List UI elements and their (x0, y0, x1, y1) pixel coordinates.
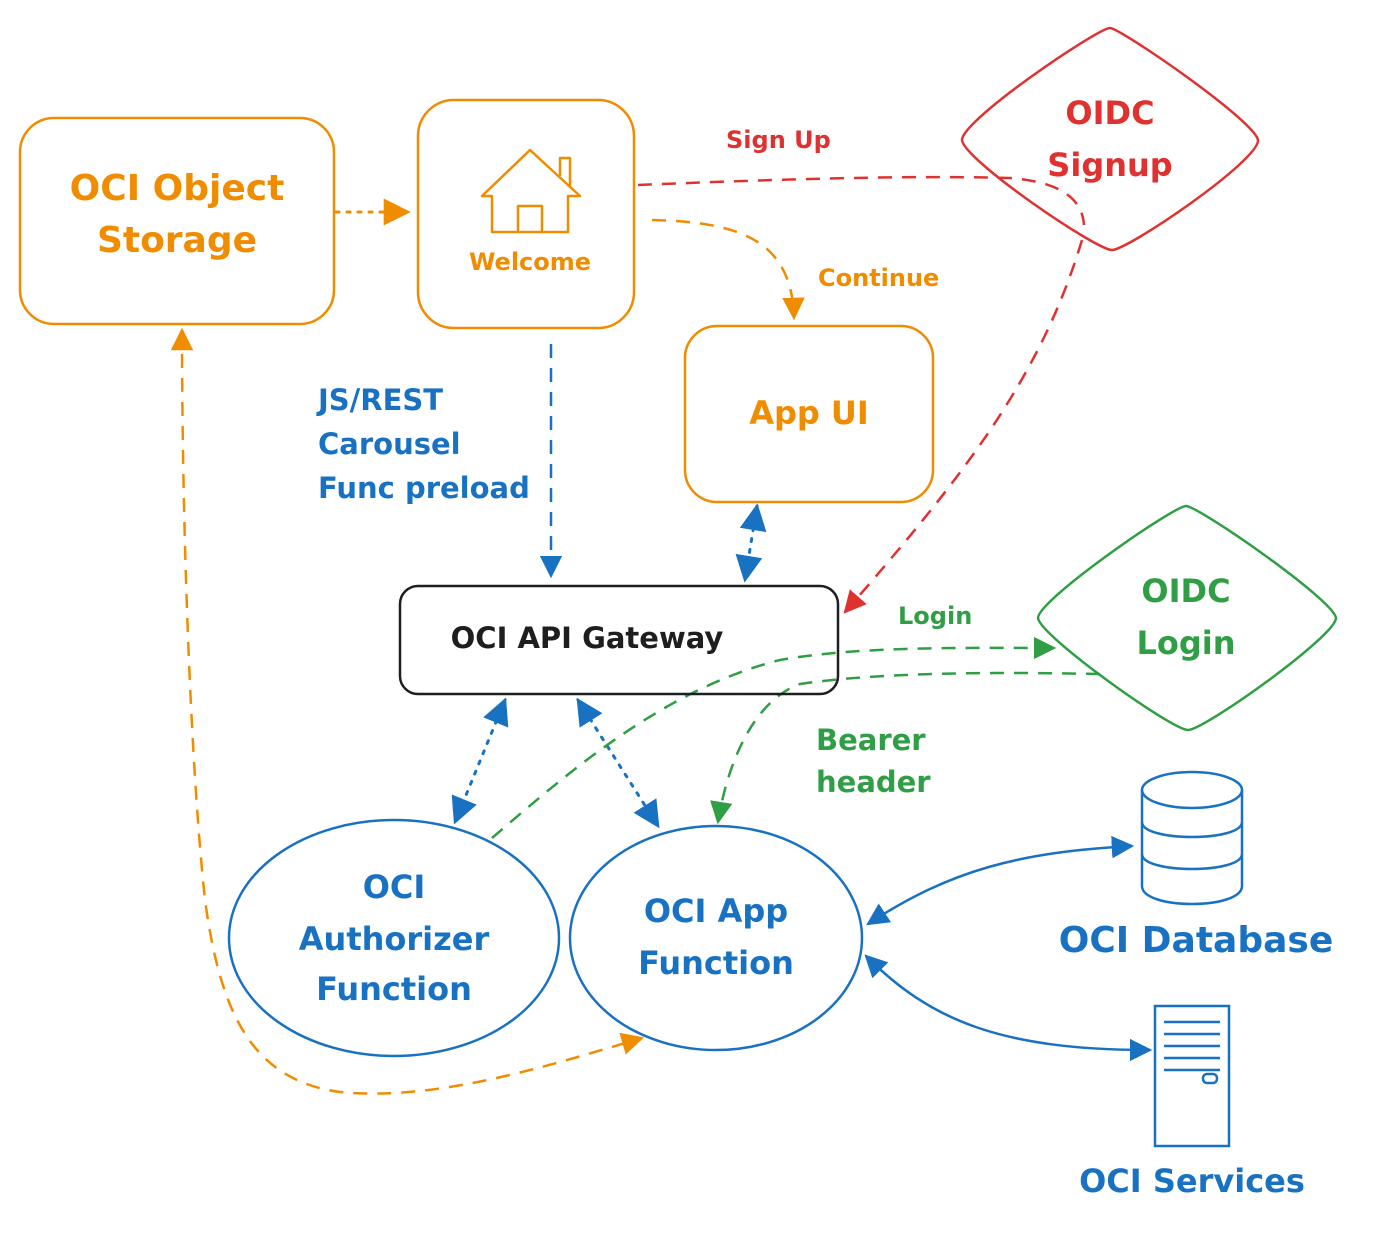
authorizer-label-line2: Authorizer (299, 920, 490, 958)
authorizer-function-node: OCI Authorizer Function (227, 818, 561, 1058)
sign-up-label: Sign Up (726, 126, 831, 154)
oidc-signup-label-line1: OIDC (1065, 94, 1154, 132)
bearer-label-line1: Bearer (816, 723, 926, 757)
edge-appfunction-database (866, 835, 1135, 926)
app-function-label-line1: OCI App (644, 892, 788, 930)
house-icon (480, 148, 582, 234)
services-label: OCI Services (1079, 1162, 1305, 1200)
database-node: OCI Database (1059, 770, 1334, 961)
oidc-login-node: OIDC Login (1036, 504, 1338, 732)
continue-label: Continue (818, 264, 939, 292)
app-function-label-line2: Function (638, 944, 794, 982)
authorizer-label-line1: OCI (363, 868, 426, 906)
object-storage-label-line2: Storage (97, 220, 257, 261)
bearer-label-line2: header (816, 765, 931, 799)
edge-gateway-authorizer (451, 697, 509, 825)
api-gateway-label: OCI API Gateway (451, 621, 724, 655)
oidc-login-label-line1: OIDC (1141, 572, 1230, 610)
welcome-label: Welcome (469, 248, 591, 276)
server-icon (1153, 1004, 1231, 1148)
object-storage-label-line1: OCI Object (70, 168, 285, 209)
edge-welcome-to-signup (637, 175, 1086, 226)
database-label: OCI Database (1059, 920, 1334, 961)
app-ui-label: App UI (749, 394, 869, 432)
js-rest-label-line1: JS/REST (316, 383, 443, 417)
oidc-signup-label-line2: Signup (1047, 146, 1172, 184)
app-function-node: OCI App Function (568, 824, 864, 1052)
edge-storage-appfunction (170, 327, 645, 1095)
login-edge-label: Login (898, 602, 972, 630)
oidc-signup-node: OIDC Signup (960, 26, 1260, 252)
edge-appui-gateway (735, 503, 767, 583)
edge-signup-to-gateway (843, 239, 1084, 614)
js-rest-label-line3: Func preload (318, 471, 530, 505)
edge-appfunction-services (864, 954, 1153, 1062)
js-rest-label-line2: Carousel (318, 427, 461, 461)
oidc-login-label-line2: Login (1136, 624, 1235, 662)
database-icon (1140, 770, 1244, 906)
welcome-node: Welcome (416, 98, 636, 330)
object-storage-node: OCI Object Storage (18, 116, 336, 326)
authorizer-label-line3: Function (316, 970, 472, 1008)
edge-authorizer-to-login (491, 636, 1057, 839)
app-ui-node: App UI (683, 324, 935, 504)
services-node: OCI Services (1079, 1004, 1305, 1200)
api-gateway-node: OCI API Gateway (398, 584, 840, 696)
edge-welcome-to-appui (651, 218, 805, 321)
